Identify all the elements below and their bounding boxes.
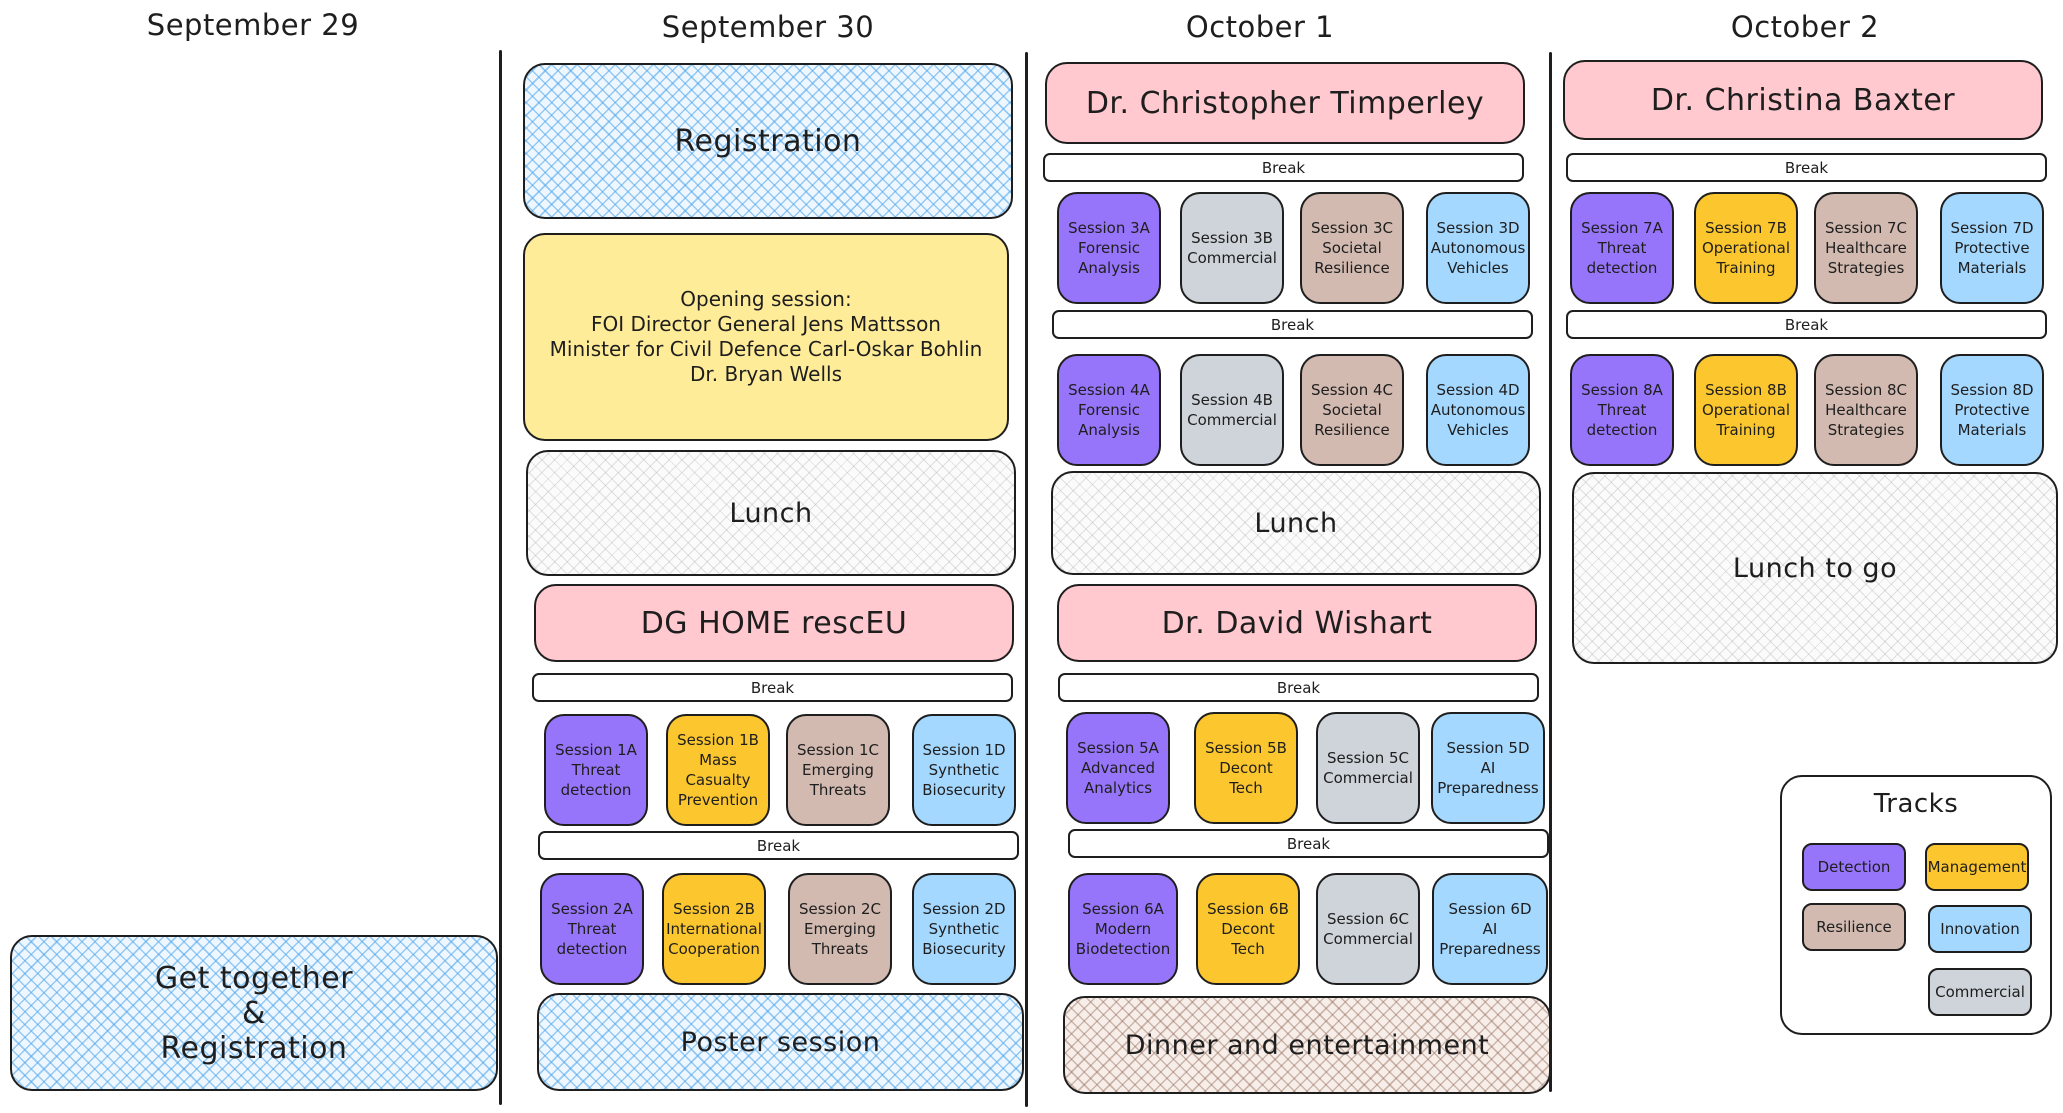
- break-bar: Break: [538, 831, 1019, 860]
- lunch-to-go-label: Lunch to go: [1732, 552, 1898, 584]
- lunch-to-go-block: Lunch to go: [1572, 472, 2058, 664]
- session-5b[interactable]: Session 5B Decont Tech: [1194, 712, 1298, 824]
- session-7c[interactable]: Session 7C Healthcare Strategies: [1814, 192, 1918, 304]
- day-title-oct2: October 2: [1730, 10, 1880, 44]
- break-bar: Break: [532, 673, 1013, 702]
- break-bar: Break: [1566, 153, 2047, 182]
- session-8d[interactable]: Session 8D Protective Materials: [1940, 354, 2044, 466]
- get-together-block: Get together & Registration: [10, 935, 498, 1091]
- session-7d[interactable]: Session 7D Protective Materials: [1940, 192, 2044, 304]
- break-bar: Break: [1043, 153, 1524, 182]
- break-bar: Break: [1058, 673, 1539, 702]
- column-divider: [1025, 52, 1028, 1107]
- break-bar: Break: [1566, 310, 2047, 339]
- session-8c[interactable]: Session 8C Healthcare Strategies: [1814, 354, 1918, 466]
- keynote-label: Dr. Christina Baxter: [1650, 82, 1956, 118]
- keynote-label: Dr. Christopher Timperley: [1085, 85, 1485, 121]
- session-4c[interactable]: Session 4C Societal Resilience: [1300, 354, 1404, 466]
- opening-session-label: Opening session: FOI Director General Je…: [549, 287, 983, 386]
- day-title-sep29: September 29: [146, 8, 360, 42]
- dinner-label: Dinner and entertainment: [1124, 1029, 1490, 1061]
- lunch-block-sep30: Lunch: [526, 450, 1016, 576]
- session-5d[interactable]: Session 5D AI Preparedness: [1431, 712, 1545, 824]
- session-6b[interactable]: Session 6B Decont Tech: [1196, 873, 1300, 985]
- column-divider: [1549, 52, 1552, 1092]
- lunch-label: Lunch: [729, 497, 813, 529]
- session-1b[interactable]: Session 1B Mass Casualty Prevention: [666, 714, 770, 826]
- opening-session-block: Opening session: FOI Director General Je…: [523, 233, 1009, 441]
- dinner-block: Dinner and entertainment: [1063, 996, 1551, 1094]
- legend-management: Management: [1925, 843, 2029, 891]
- keynote-wishart: Dr. David Wishart: [1057, 584, 1537, 662]
- session-6a[interactable]: Session 6A Modern Biodetection: [1068, 873, 1178, 985]
- session-3a[interactable]: Session 3A Forensic Analysis: [1057, 192, 1161, 304]
- keynote-label: Dr. David Wishart: [1161, 605, 1433, 641]
- lunch-block-oct1: Lunch: [1051, 471, 1541, 575]
- session-2d[interactable]: Session 2D Synthetic Biosecurity: [912, 873, 1016, 985]
- session-2a[interactable]: Session 2A Threat detection: [540, 873, 644, 985]
- session-7b[interactable]: Session 7B Operational Training: [1694, 192, 1798, 304]
- session-4b[interactable]: Session 4B Commercial: [1180, 354, 1284, 466]
- poster-session-block: Poster session: [537, 993, 1024, 1091]
- break-bar: Break: [1052, 310, 1533, 339]
- get-together-label: Get together & Registration: [154, 960, 354, 1066]
- session-7a[interactable]: Session 7A Threat detection: [1570, 192, 1674, 304]
- session-5a[interactable]: Session 5A Advanced Analytics: [1066, 712, 1170, 824]
- tracks-legend: Tracks Detection Management Resilience I…: [1780, 775, 2052, 1035]
- keynote-timperley: Dr. Christopher Timperley: [1045, 62, 1525, 144]
- session-6c[interactable]: Session 6C Commercial: [1316, 873, 1420, 985]
- legend-innovation: Innovation: [1928, 905, 2032, 953]
- session-3b[interactable]: Session 3B Commercial: [1180, 192, 1284, 304]
- session-2b[interactable]: Session 2B International Cooperation: [662, 873, 766, 985]
- day-title-oct1: October 1: [1185, 10, 1335, 44]
- session-1a[interactable]: Session 1A Threat detection: [544, 714, 648, 826]
- day-title-sep30: September 30: [661, 10, 875, 44]
- session-8a[interactable]: Session 8A Threat detection: [1570, 354, 1674, 466]
- session-5c[interactable]: Session 5C Commercial: [1316, 712, 1420, 824]
- legend-title: Tracks: [1873, 789, 1959, 819]
- legend-detection: Detection: [1802, 843, 1906, 891]
- keynote-dg-home: DG HOME rescEU: [534, 584, 1014, 662]
- legend-commercial: Commercial: [1928, 968, 2032, 1016]
- registration-label: Registration: [674, 123, 862, 159]
- session-4a[interactable]: Session 4A Forensic Analysis: [1057, 354, 1161, 466]
- session-3d[interactable]: Session 3D Autonomous Vehicles: [1426, 192, 1530, 304]
- poster-session-label: Poster session: [680, 1026, 881, 1058]
- session-2c[interactable]: Session 2C Emerging Threats: [788, 873, 892, 985]
- keynote-baxter: Dr. Christina Baxter: [1563, 60, 2043, 140]
- lunch-label: Lunch: [1254, 507, 1338, 539]
- legend-resilience: Resilience: [1802, 903, 1906, 951]
- column-divider: [499, 50, 502, 1105]
- session-4d[interactable]: Session 4D Autonomous Vehicles: [1426, 354, 1530, 466]
- session-1d[interactable]: Session 1D Synthetic Biosecurity: [912, 714, 1016, 826]
- session-1c[interactable]: Session 1C Emerging Threats: [786, 714, 890, 826]
- session-3c[interactable]: Session 3C Societal Resilience: [1300, 192, 1404, 304]
- session-8b[interactable]: Session 8B Operational Training: [1694, 354, 1798, 466]
- break-bar: Break: [1068, 829, 1549, 858]
- registration-block: Registration: [523, 63, 1013, 219]
- session-6d[interactable]: Session 6D AI Preparedness: [1432, 873, 1548, 985]
- keynote-label: DG HOME rescEU: [640, 605, 908, 641]
